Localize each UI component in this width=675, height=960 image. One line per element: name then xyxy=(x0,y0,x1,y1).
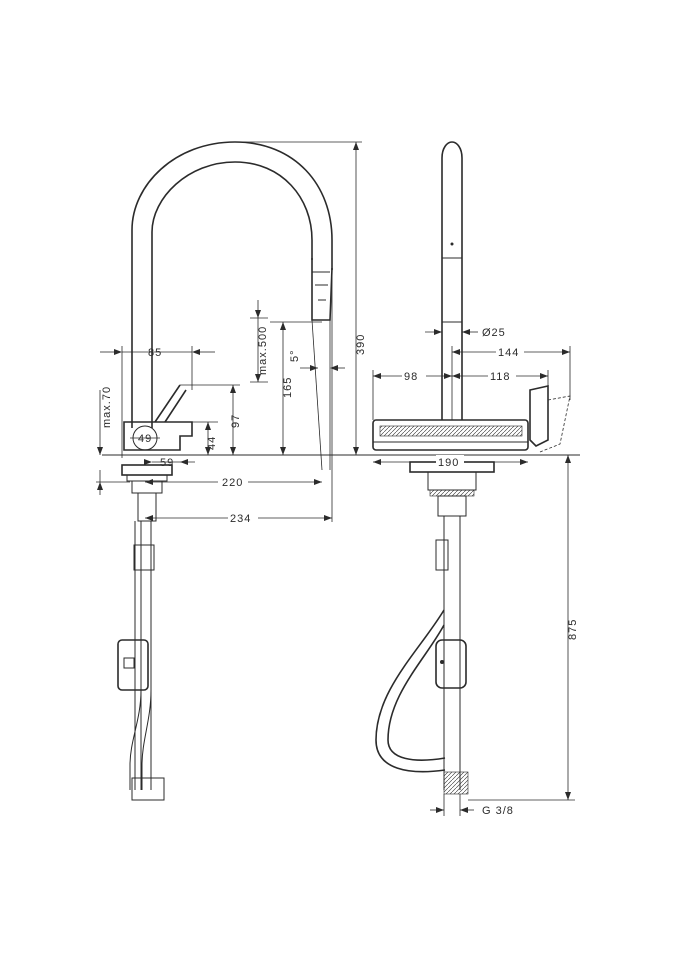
dim-85: 85 xyxy=(100,346,215,458)
front-spout xyxy=(441,141,463,420)
dim-98-118: 98 118 xyxy=(372,368,549,420)
dim-97-label: 97 xyxy=(230,414,242,428)
dim-190-label: 190 xyxy=(438,457,459,469)
dim-44-97: 44 97 xyxy=(180,384,242,455)
dim-118-label: 118 xyxy=(490,371,511,383)
dim-144: 144 xyxy=(451,344,571,420)
dim-98-label: 98 xyxy=(404,371,418,383)
dim-g38-label: G 3/8 xyxy=(482,805,514,817)
dim-144-label: 144 xyxy=(498,347,519,359)
dim-49-label: 49 xyxy=(138,433,152,445)
dim-angle-label: 5° xyxy=(289,349,301,362)
front-view: Ø25 144 98 118 xyxy=(372,141,580,817)
dim-220-label: 220 xyxy=(222,477,243,489)
dim-max500: max.500 xyxy=(250,300,269,383)
dim-g38: G 3/8 xyxy=(430,794,514,817)
dim-85-label: 85 xyxy=(148,347,162,359)
mixer-body xyxy=(123,384,193,451)
dim-59-label: 59 xyxy=(160,457,174,469)
dim-234: 234 xyxy=(145,270,333,525)
dim-390: 390 xyxy=(235,141,367,455)
front-mount xyxy=(375,461,495,795)
side-view: 85 max.70 49 59 44 xyxy=(96,141,373,801)
dim-165: 165 xyxy=(270,321,322,455)
dim-max70-label: max.70 xyxy=(101,386,113,428)
dim-190: 190 xyxy=(373,455,528,469)
dim-49-59: 49 59 xyxy=(130,433,195,469)
dim-875: 875 xyxy=(468,455,579,801)
dim-220: 220 xyxy=(145,474,322,489)
dim-max70: max.70 xyxy=(96,386,130,495)
dim-234-label: 234 xyxy=(230,513,251,525)
front-plate xyxy=(372,385,571,453)
dim-max500-label: max.500 xyxy=(257,326,269,375)
dim-dia25: Ø25 xyxy=(425,327,506,339)
dim-44-label: 44 xyxy=(206,436,218,450)
dim-875-label: 875 xyxy=(567,619,579,640)
dim-dia25-label: Ø25 xyxy=(482,327,506,339)
dim-angle: 5° xyxy=(289,319,345,471)
side-mount xyxy=(117,464,173,801)
dim-390-label: 390 xyxy=(355,334,367,355)
dim-165-label: 165 xyxy=(282,377,294,398)
